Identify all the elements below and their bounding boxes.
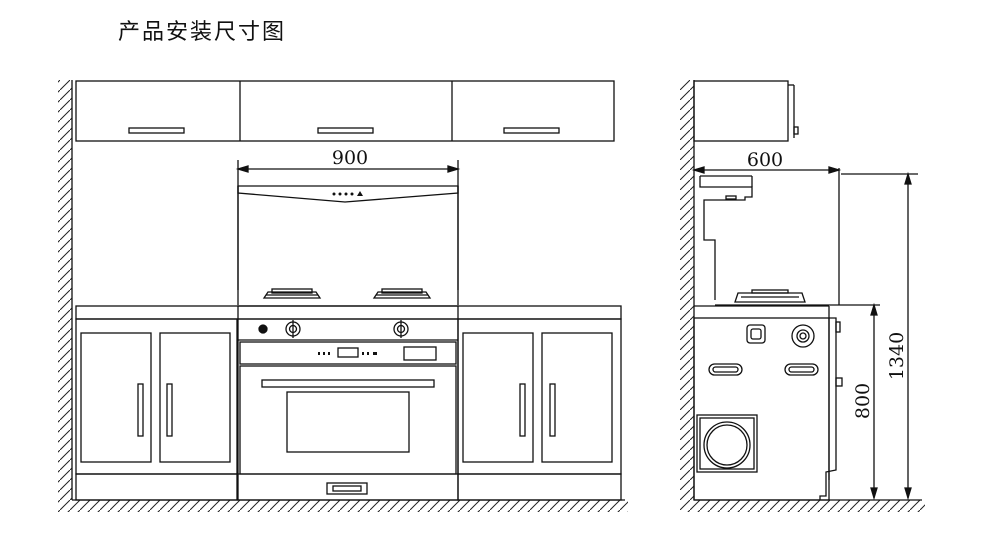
upper-handle-right	[503, 127, 560, 134]
knob-left	[285, 320, 301, 338]
drawer-handle	[326, 482, 368, 495]
front-wall-hatch	[58, 80, 72, 500]
front-view	[58, 80, 628, 512]
side-floor-hatch	[680, 500, 925, 512]
upper-handle-middle	[317, 127, 374, 134]
side-burner	[734, 289, 806, 303]
base-cabinet-right	[457, 318, 622, 501]
exhaust-fan-box	[696, 414, 758, 473]
knob-right	[393, 320, 409, 338]
countertop-front	[75, 305, 622, 320]
display-panel-right	[403, 346, 437, 361]
side-vent-right	[784, 363, 819, 376]
display-window	[337, 347, 359, 358]
dimension-depth-600	[691, 166, 842, 305]
front-floor-hatch	[58, 500, 628, 512]
integrated-stove	[237, 305, 459, 501]
side-vent-left	[708, 363, 743, 376]
burner-right	[372, 288, 432, 299]
dimension-label-800: 800	[852, 383, 874, 419]
dimension-height-1340	[841, 171, 918, 501]
dimension-width-900	[235, 160, 461, 305]
burner-left	[262, 288, 322, 299]
side-wall-hatch	[680, 80, 694, 500]
oven-handle	[261, 379, 435, 388]
dimension-height-800	[870, 302, 878, 501]
side-view	[680, 80, 925, 512]
side-base-cabinet	[693, 305, 843, 501]
oven-window	[286, 391, 410, 453]
igniter-indicator	[258, 324, 268, 334]
gas-inlet-square	[746, 324, 766, 344]
side-hood-profile	[699, 175, 753, 300]
side-upper-cabinet	[693, 80, 789, 142]
dimension-label-600: 600	[747, 149, 783, 171]
upper-cabinets	[75, 80, 615, 142]
range-hood	[237, 185, 459, 290]
dimension-label-900: 900	[332, 147, 368, 169]
diagram-title: 产品安装尺寸图	[118, 20, 287, 45]
gas-inlet-round	[791, 324, 815, 348]
base-cabinet-left	[75, 318, 238, 501]
exhaust-fan-circle	[703, 421, 751, 469]
upper-handle-left	[128, 127, 185, 134]
dimension-label-1340: 1340	[886, 332, 908, 380]
